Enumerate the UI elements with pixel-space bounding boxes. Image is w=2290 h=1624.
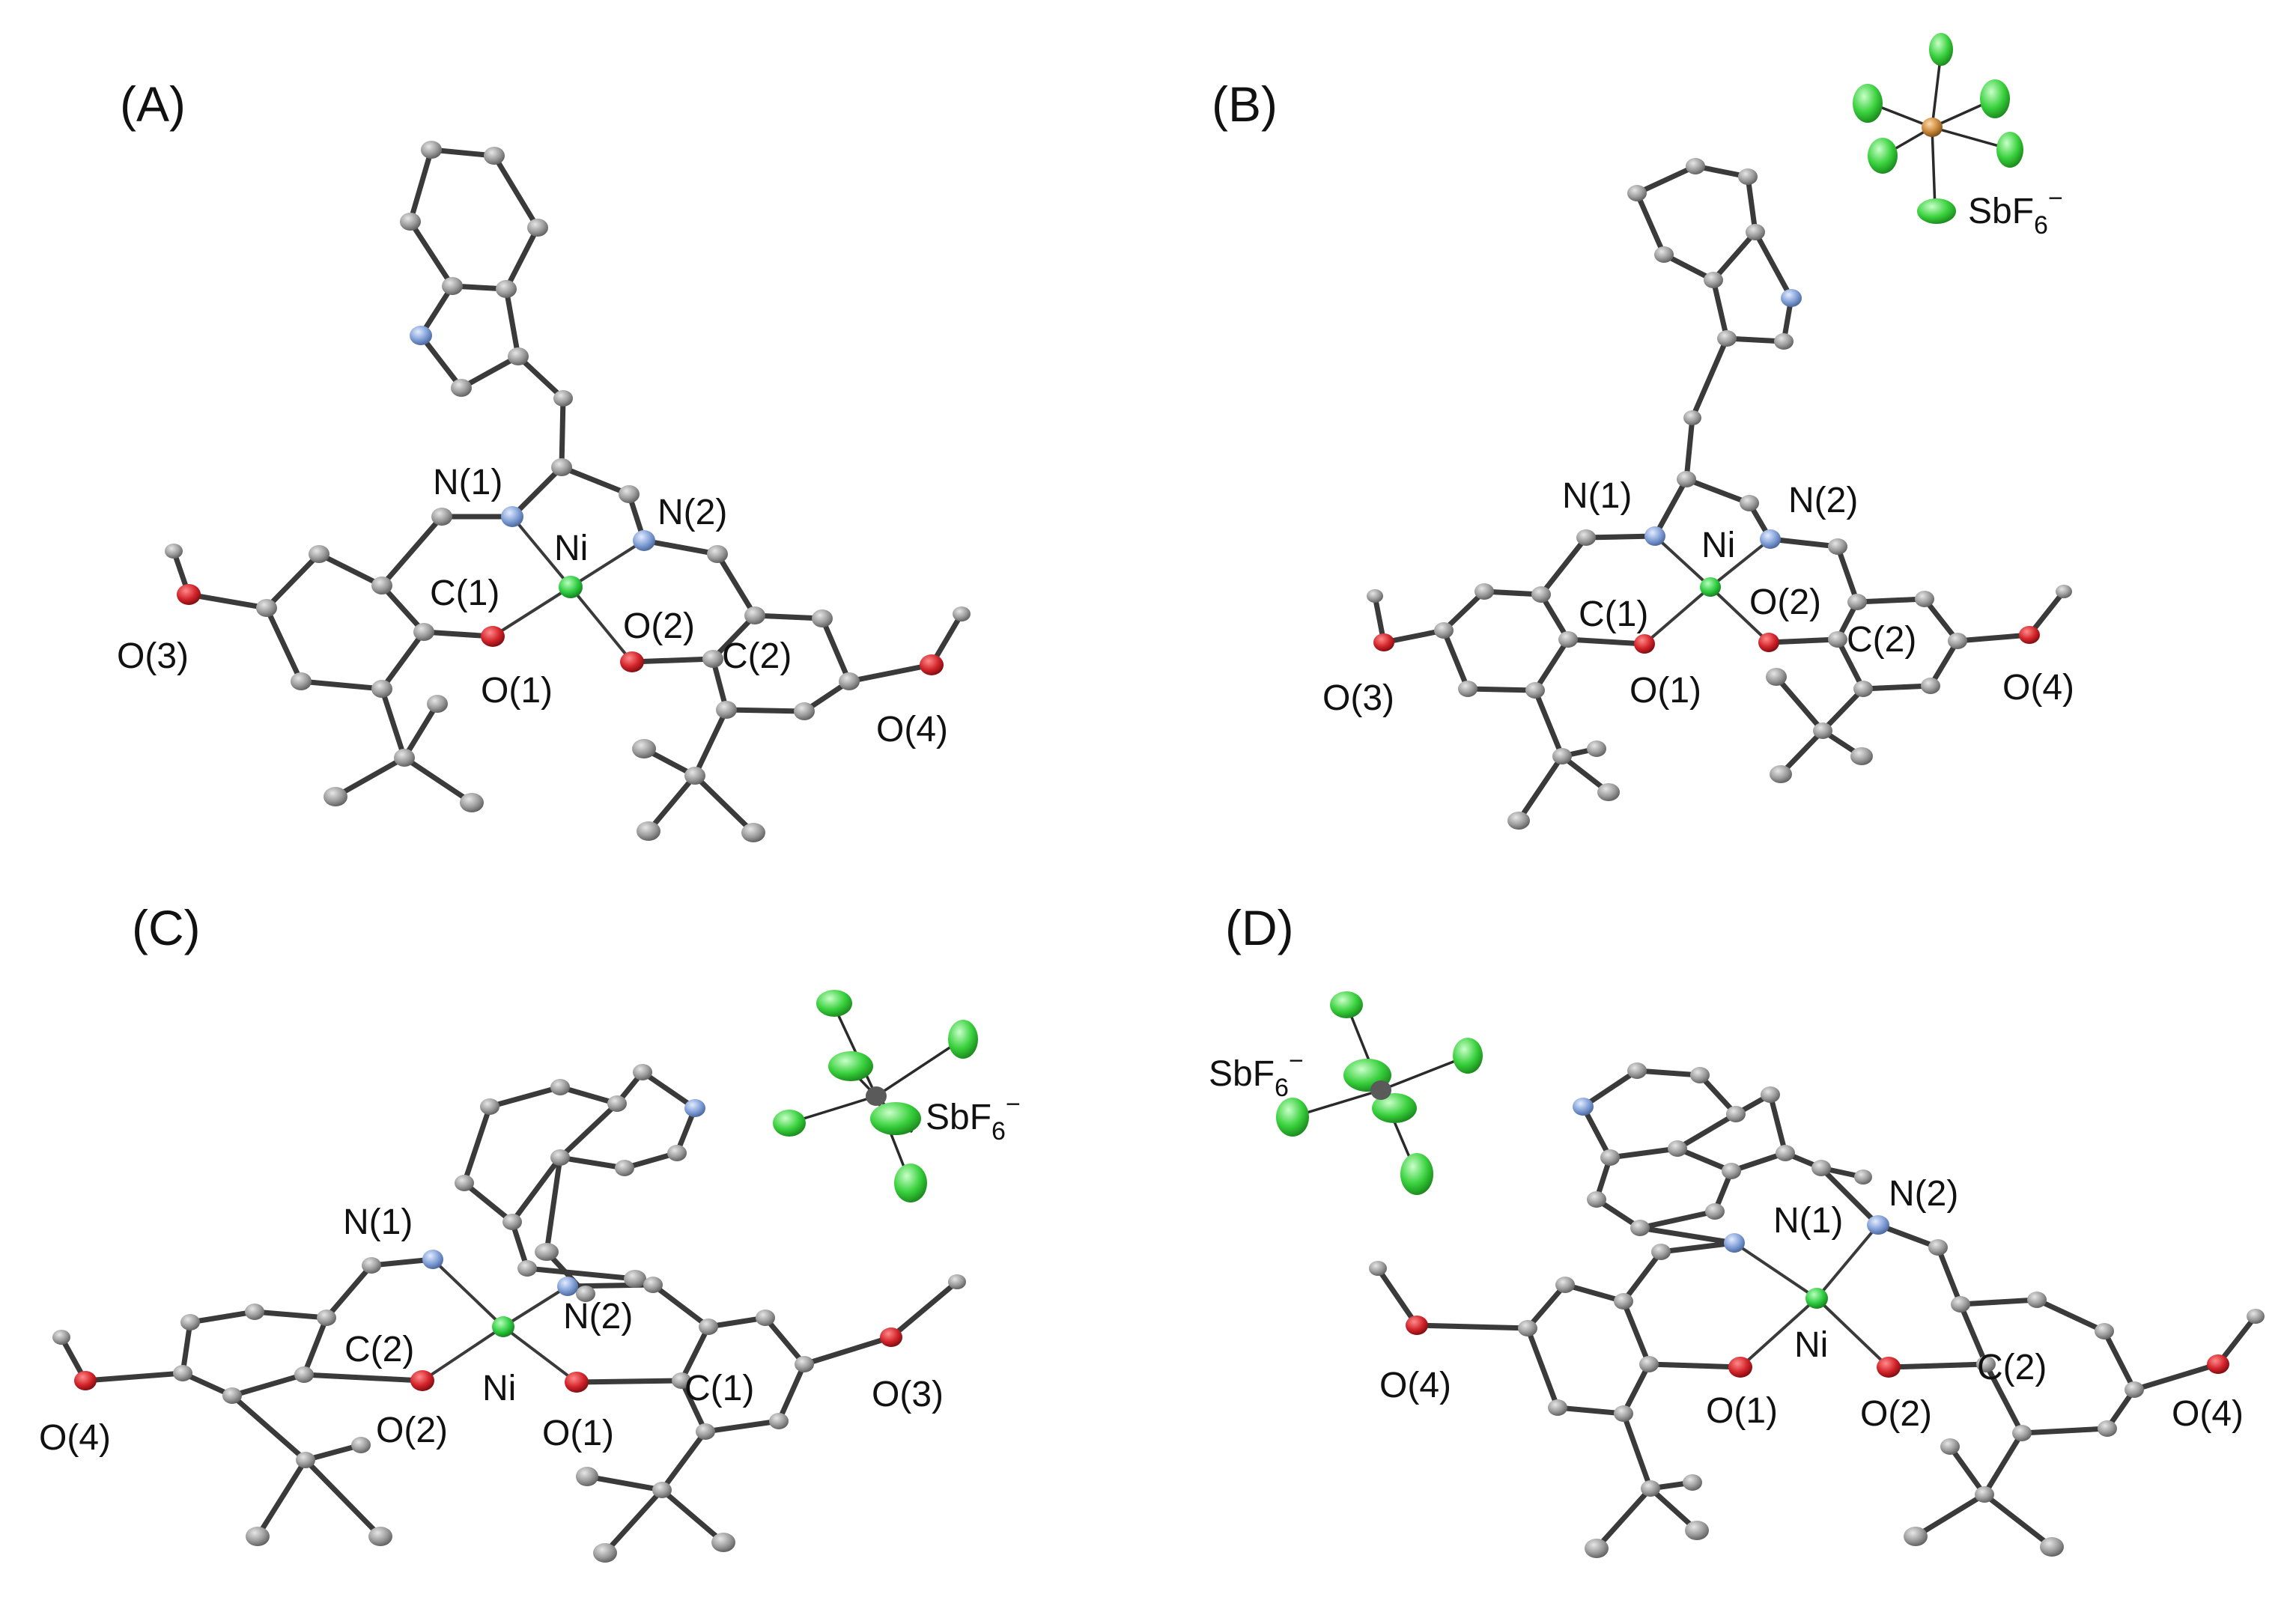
label-b-ni: Ni [1701,526,1735,565]
panel-tag-b: (B) [1212,76,1278,132]
label-d-n2: N(2) [1889,1174,1958,1214]
panel-b: (B) SbF6− [1212,33,2074,830]
label-b-o4: O(4) [2002,668,2074,708]
label-a-c1: C(1) [430,574,499,613]
label-c-o4: O(4) [39,1418,111,1458]
molecule-b [1367,158,2072,830]
label-c-n2: N(2) [563,1297,633,1336]
sbf6-anion-c [773,990,978,1202]
sbf6-anion-d [1276,991,1483,1195]
anion-label-c: SbF6− [926,1090,1021,1146]
label-c-c1: C(1) [684,1369,754,1408]
label-a-n2: N(2) [657,493,727,532]
label-a-c2: C(2) [722,636,792,676]
label-d-o2: O(2) [1860,1394,1932,1434]
label-c-o2: O(2) [376,1411,448,1450]
anion-label-b: SbF6− [1968,184,2063,240]
anion-label-d: SbF6− [1209,1047,1304,1102]
label-c-o3: O(3) [872,1375,944,1414]
molecule-d [1369,1062,2265,1558]
panel-a: (A) [117,76,971,842]
label-d-o4-left: O(4) [1379,1366,1451,1405]
label-b-c1: C(1) [1579,594,1648,634]
sbf6-anion-b [1853,33,2023,224]
label-d-ni: Ni [1794,1325,1828,1365]
molecule-c [52,1064,966,1563]
label-b-c2: C(2) [1847,620,1916,660]
label-a-o4: O(4) [876,710,948,749]
molecule-a [165,141,971,842]
label-a-n1: N(1) [433,463,502,502]
label-d-o1: O(1) [1706,1391,1778,1431]
panel-tag-a: (A) [120,76,186,132]
label-b-o2: O(2) [1749,583,1821,622]
label-b-n2: N(2) [1788,481,1858,520]
label-d-c2: C(2) [1977,1348,2047,1387]
panel-tag-c: (C) [132,900,201,955]
label-a-o1: O(1) [481,671,553,711]
label-c-ni: Ni [482,1369,516,1408]
label-b-n1: N(1) [1562,476,1632,516]
label-c-c2: C(2) [344,1330,414,1369]
panel-tag-d: (D) [1225,900,1294,955]
label-c-o1: O(1) [542,1414,614,1453]
panel-c: (C) SbF6− [39,900,1021,1563]
label-a-o3: O(3) [117,636,189,676]
label-c-n1: N(1) [343,1202,413,1242]
label-b-o1: O(1) [1630,671,1701,711]
label-d-o4-right: O(4) [2172,1394,2244,1434]
label-b-o3: O(3) [1322,678,1394,718]
label-d-n1: N(1) [1773,1201,1843,1241]
panel-d: (D) SbF6− [1209,900,2265,1558]
label-a-o2: O(2) [623,606,695,646]
label-a-ni: Ni [554,529,588,568]
